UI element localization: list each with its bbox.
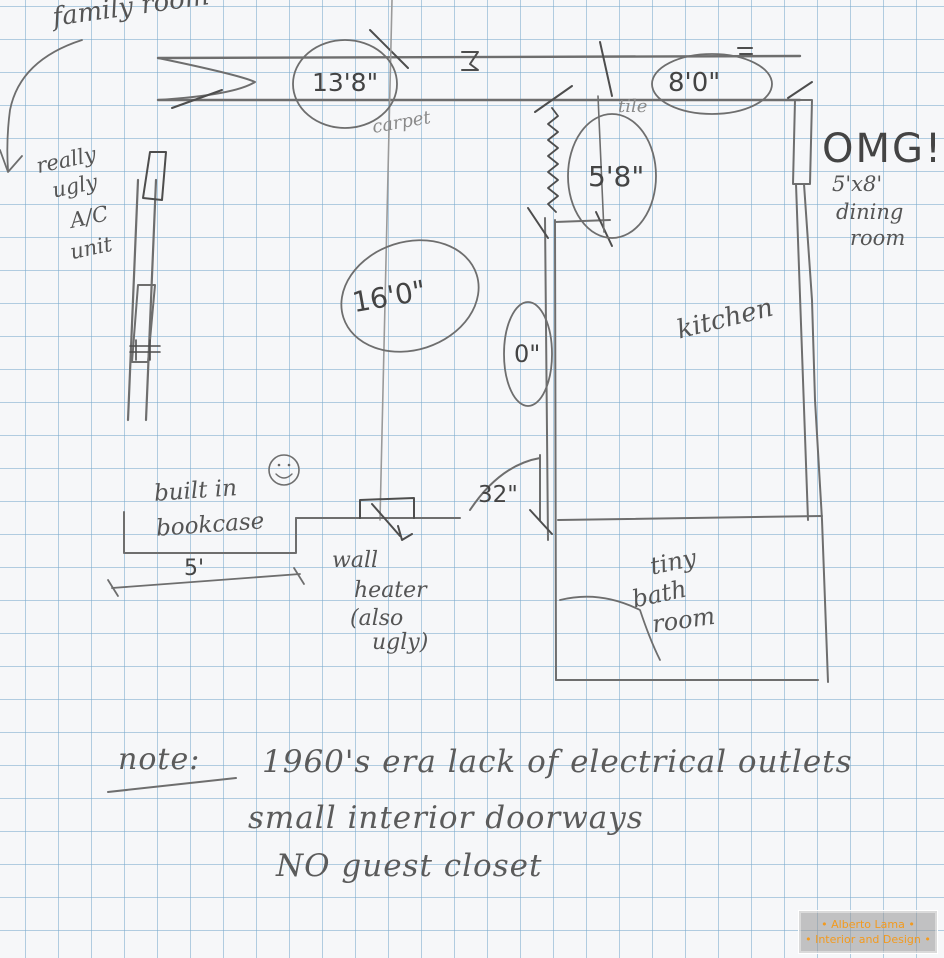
dim-tick-3 (534, 85, 573, 113)
tile-label: tile (618, 96, 648, 117)
dim-kitchen-depth: 5'8" (588, 160, 645, 193)
door-swing (469, 457, 541, 511)
ac-unit-box (142, 151, 167, 201)
heater-label-2: heater (354, 578, 427, 603)
smiley-face (268, 454, 300, 486)
curl-arrow (6, 39, 83, 171)
center-line (379, 0, 393, 521)
dim-line-kitchen (597, 95, 605, 233)
bath-curve (559, 595, 661, 661)
curl-arrow-head (0, 149, 23, 173)
zigzag-wall (547, 107, 559, 213)
dining-window (792, 99, 813, 185)
dining-label-3: room (850, 226, 906, 250)
ellipse-5-8 (567, 113, 657, 239)
outlet-mark-2 (737, 47, 753, 55)
outlet-mark-1 (461, 51, 479, 71)
kitchen-wall-a (544, 217, 549, 541)
ellipse-13-8 (292, 39, 398, 129)
watermark-line-2: • Interior and Design • (805, 933, 931, 946)
watermark-badge: • Alberto Lama • • Interior and Design • (798, 910, 938, 954)
dining-label-2: dining (836, 200, 904, 224)
smiley-eye-r (287, 463, 291, 467)
watermark-line-1: • Alberto Lama • (821, 918, 915, 931)
note-heading: note: (118, 742, 201, 777)
heater-box (359, 497, 415, 519)
right-wall-2 (795, 183, 809, 521)
bookcase-outline (123, 511, 297, 554)
kitchen-bottom-wall (557, 515, 823, 521)
note-line-1: 1960's era lack of electrical outlets (262, 744, 853, 780)
ellipse-8-0 (651, 53, 773, 115)
smiley-eye-l (277, 463, 281, 467)
dim-doorway: 32" (478, 482, 518, 508)
door-slash-left (171, 89, 223, 109)
heater-label-4: ugly) (372, 630, 429, 655)
dim-living-width: 13'8" (312, 68, 379, 97)
bookcase-dim-line (111, 573, 301, 589)
right-wall (803, 183, 829, 683)
heater-label-3: (also (350, 606, 404, 631)
hatch (129, 339, 161, 361)
ellipse-0 (503, 301, 553, 407)
wall-end-arc (157, 57, 256, 101)
dim-dining-width: 8'0" (668, 68, 721, 98)
dim-tick-5 (527, 207, 549, 239)
ellipse-16-0 (340, 239, 480, 353)
smiley-mouth (275, 473, 293, 479)
dining-label-1: 5'x8' (832, 172, 883, 196)
note-line-3: NO guest closet (276, 848, 543, 884)
kitchen-wall-b (554, 219, 557, 681)
dim-tick-7 (529, 509, 553, 535)
heater-label-1: wall (332, 548, 379, 573)
dim-tick-4 (787, 81, 813, 99)
bookcase-dim-tick-r (293, 567, 305, 585)
left-wall-inner (144, 178, 158, 422)
omg-label: OMG! (822, 126, 944, 172)
note-underline (107, 777, 237, 793)
dim-tick-2 (599, 41, 613, 97)
top-wall-upper (156, 54, 802, 60)
note-line-2: small interior doorways (248, 800, 644, 836)
window-box (131, 284, 156, 363)
bookcase-dim-tick-l (107, 579, 119, 597)
dim-bookcase-width: 5' (184, 556, 205, 581)
heater-arrow (371, 503, 413, 541)
dim-small-zero: 0" (514, 340, 541, 368)
left-wall-outer (126, 178, 140, 422)
dim-tick-1 (369, 29, 409, 69)
